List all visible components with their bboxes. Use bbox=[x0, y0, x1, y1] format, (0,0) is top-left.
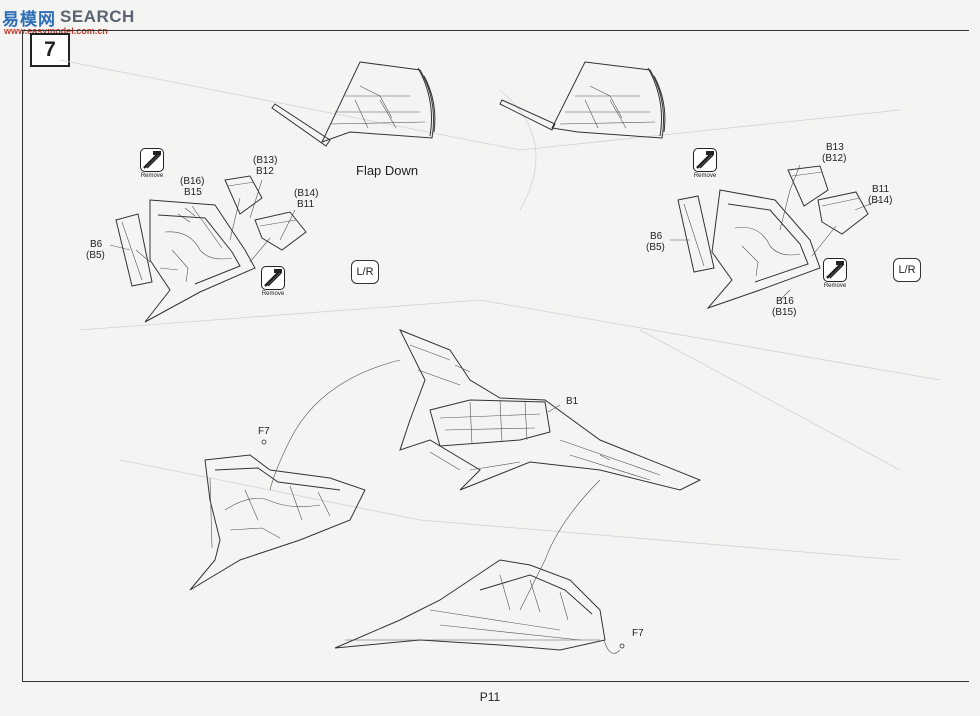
flap-down-detail-left bbox=[271, 61, 436, 147]
remove-cutter-icon bbox=[264, 269, 282, 287]
label-f7-left: F7 bbox=[258, 426, 270, 437]
connector-lines bbox=[109, 164, 881, 654]
lr-mark-left: L/R bbox=[351, 260, 379, 284]
wing-exploded-left bbox=[115, 175, 307, 323]
caption-flap-down: Flap Down bbox=[356, 163, 419, 178]
step-number: 7 bbox=[30, 33, 70, 67]
remove-icon-right-bottom: Remove bbox=[820, 258, 850, 289]
remove-icon-left-bottom: Remove bbox=[258, 266, 288, 297]
background-bleed bbox=[59, 59, 941, 561]
label-r-b16: B16 bbox=[776, 296, 794, 307]
label-l-b12: B12 bbox=[256, 166, 274, 177]
remove-text: Remove bbox=[823, 283, 847, 289]
remove-icon-left-top: Remove bbox=[137, 148, 167, 179]
remove-icon-right-top: Remove bbox=[690, 148, 720, 179]
label-l-b15: B15 bbox=[184, 187, 202, 198]
watermark-en: SEARCH bbox=[60, 7, 135, 26]
label-l-b6: B6 bbox=[90, 239, 103, 250]
remove-cutter-icon bbox=[696, 151, 714, 169]
lr-mark-right: L/R bbox=[893, 258, 921, 282]
watermark-logo: 易模网 SEARCH bbox=[2, 4, 135, 30]
label-r-b5: (B5) bbox=[646, 242, 665, 253]
flap-down-detail-right bbox=[499, 61, 666, 139]
remove-cutter-icon bbox=[143, 151, 161, 169]
remove-text: Remove bbox=[140, 173, 164, 179]
label-r-b14: (B14) bbox=[868, 195, 893, 206]
label-l-b13: (B13) bbox=[253, 155, 278, 166]
label-l-b14: (B14) bbox=[294, 188, 319, 199]
label-l-b16: (B16) bbox=[180, 176, 205, 187]
watermark-cn: 易模网 bbox=[2, 9, 56, 30]
wing-lower-right bbox=[334, 559, 606, 651]
remove-text: Remove bbox=[261, 291, 285, 297]
label-f7-right: F7 bbox=[632, 628, 644, 639]
watermark-url: www.easymodel.com.cn bbox=[4, 26, 108, 36]
label-r-b12: (B12) bbox=[822, 153, 847, 164]
wing-exploded-right bbox=[677, 165, 869, 310]
label-l-b11: B11 bbox=[297, 199, 315, 210]
wing-lower-left bbox=[189, 454, 366, 591]
main-wing-assembly bbox=[398, 329, 702, 491]
page-frame bbox=[22, 30, 969, 682]
remove-text: Remove bbox=[693, 173, 717, 179]
label-b1: B1 bbox=[566, 396, 579, 407]
label-r-b11: B11 bbox=[872, 184, 890, 195]
label-l-b5: (B5) bbox=[86, 250, 105, 261]
label-r-b15: (B15) bbox=[772, 307, 797, 318]
remove-cutter-icon bbox=[826, 261, 844, 279]
label-r-b6: B6 bbox=[650, 231, 663, 242]
label-r-b13: B13 bbox=[826, 142, 844, 153]
page-number: P11 bbox=[479, 690, 501, 704]
